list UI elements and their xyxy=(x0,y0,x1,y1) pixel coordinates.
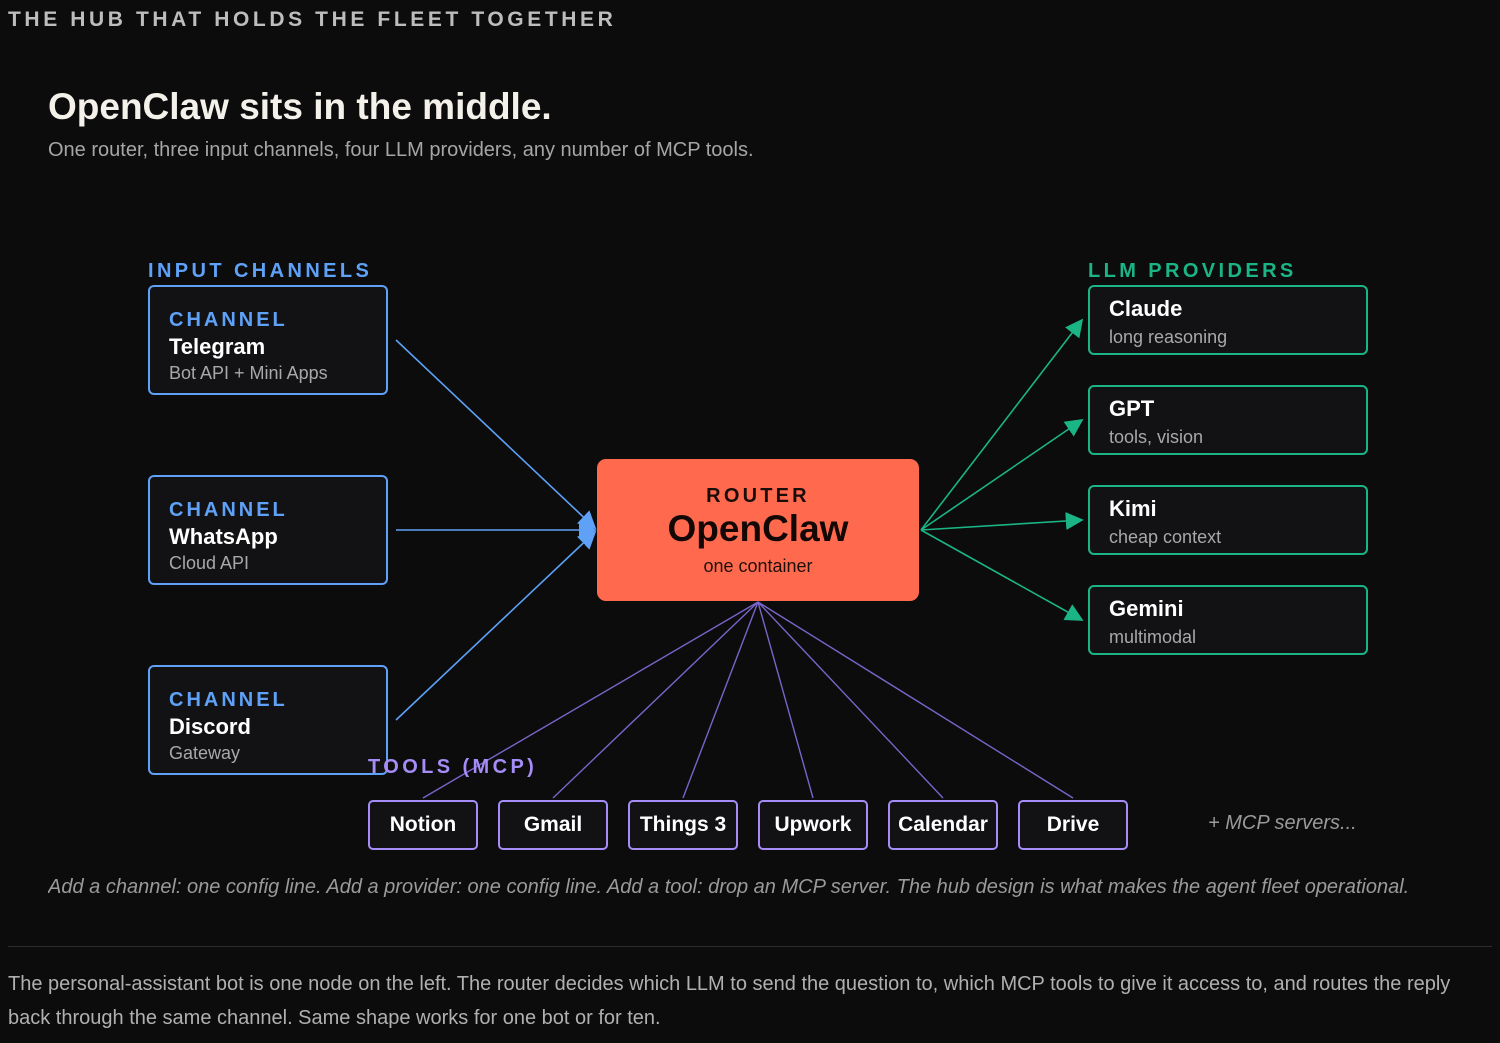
channel-node-discord: CHANNEL Discord Gateway xyxy=(148,665,388,775)
connector-things xyxy=(682,601,759,799)
tool-node-things: Things 3 xyxy=(628,800,738,850)
provider-node-claude: Claude long reasoning xyxy=(1088,285,1368,355)
tool-node-upwork: Upwork xyxy=(758,800,868,850)
page-subtitle: One router, three input channels, four L… xyxy=(48,139,754,161)
channel-node-telegram: CHANNEL Telegram Bot API + Mini Apps xyxy=(148,285,388,395)
channel-desc: Bot API + Mini Apps xyxy=(169,363,328,383)
router-node: ROUTER OpenClaw one container xyxy=(597,459,919,601)
provider-desc: multimodal xyxy=(1109,627,1197,647)
connector-telegram xyxy=(395,339,597,530)
provider-node-kimi: Kimi cheap context xyxy=(1088,485,1368,555)
channel-name: Telegram xyxy=(169,334,266,359)
llm-providers-label: LLM PROVIDERS xyxy=(1088,260,1297,282)
connector-discord xyxy=(395,530,597,721)
provider-connectors xyxy=(920,318,1084,621)
connector-claude xyxy=(920,318,1084,531)
connector-notion xyxy=(422,601,759,799)
connector-gmail xyxy=(552,601,759,799)
connector-gemini xyxy=(920,529,1084,621)
tools-more-note: + MCP servers... xyxy=(1208,812,1357,834)
provider-desc: long reasoning xyxy=(1109,327,1228,347)
provider-name: Claude xyxy=(1109,296,1183,321)
body-paragraph: The personal-assistant bot is one node o… xyxy=(8,973,1451,1029)
provider-name: GPT xyxy=(1109,396,1155,421)
router-name: OpenClaw xyxy=(667,508,849,549)
provider-desc: cheap context xyxy=(1109,527,1222,547)
tool-connectors xyxy=(422,601,1074,799)
connector-calendar xyxy=(757,601,944,799)
connector-gpt xyxy=(920,418,1084,531)
provider-node-gemini: Gemini multimodal xyxy=(1088,585,1368,655)
tool-node-notion: Notion xyxy=(368,800,478,850)
channel-desc: Cloud API xyxy=(169,553,250,573)
channel-node-whatsapp: CHANNEL WhatsApp Cloud API xyxy=(148,475,388,585)
tools-label: TOOLS (MCP) xyxy=(368,756,538,778)
router-desc: one container xyxy=(703,556,813,576)
channel-desc: Gateway xyxy=(169,743,241,763)
channel-tag: CHANNEL xyxy=(169,499,288,521)
connector-kimi xyxy=(920,512,1084,531)
channel-tag: CHANNEL xyxy=(169,309,288,331)
tool-node-drive: Drive xyxy=(1018,800,1128,850)
input-channels-label: INPUT CHANNELS xyxy=(148,260,373,282)
channel-connectors xyxy=(395,339,597,721)
router-tag: ROUTER xyxy=(706,485,810,507)
channel-name: WhatsApp xyxy=(169,524,278,549)
tool-node-calendar: Calendar xyxy=(888,800,998,850)
connector-drive xyxy=(757,601,1074,799)
divider xyxy=(8,946,1492,947)
channel-name: Discord xyxy=(169,714,251,739)
provider-name: Kimi xyxy=(1109,496,1157,521)
eyebrow-heading: THE HUB THAT HOLDS THE FLEET TOGETHER xyxy=(8,8,617,31)
connector-upwork xyxy=(757,601,814,799)
provider-node-gpt: GPT tools, vision xyxy=(1088,385,1368,455)
tool-node-gmail: Gmail xyxy=(498,800,608,850)
provider-name: Gemini xyxy=(1109,596,1184,621)
diagram-caption: Add a channel: one config line. Add a pr… xyxy=(48,876,1410,898)
channel-tag: CHANNEL xyxy=(169,689,288,711)
provider-desc: tools, vision xyxy=(1109,427,1204,447)
page-title: OpenClaw sits in the middle. xyxy=(48,86,552,127)
